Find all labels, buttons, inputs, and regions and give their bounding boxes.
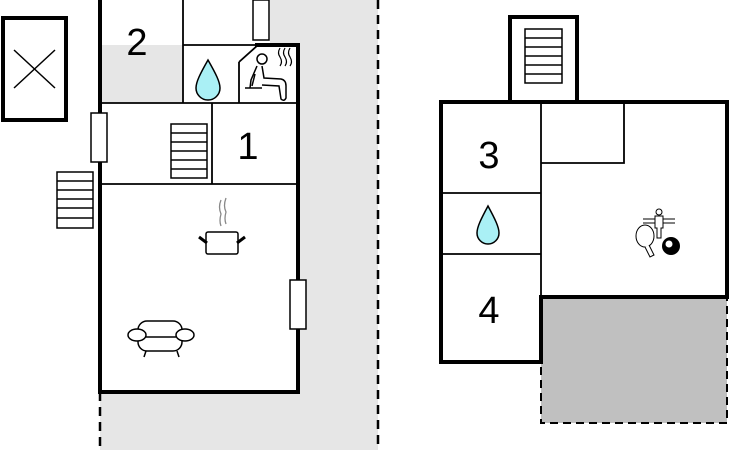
table-tennis-icon	[635, 224, 655, 258]
window	[289, 279, 307, 330]
billiard-ball-icon	[662, 237, 680, 255]
foosball-icon	[643, 208, 675, 239]
room-label-3: 3	[478, 135, 499, 177]
terrace-right	[540, 296, 728, 424]
room-label-1: 1	[237, 126, 258, 168]
stairs-icon	[56, 171, 94, 229]
water-drop-icon	[195, 58, 221, 101]
stairs-icon	[524, 28, 563, 84]
armchair-icon	[127, 320, 195, 358]
room-label-4: 4	[478, 290, 499, 332]
sauna-icon	[245, 47, 293, 102]
window	[90, 112, 108, 163]
water-drop-icon	[476, 204, 500, 245]
room-label-2: 2	[126, 22, 147, 64]
cooking-pot-icon	[198, 197, 246, 255]
crossed-box-icon	[1, 16, 68, 122]
window	[252, 0, 270, 41]
stairs-icon	[170, 123, 208, 179]
